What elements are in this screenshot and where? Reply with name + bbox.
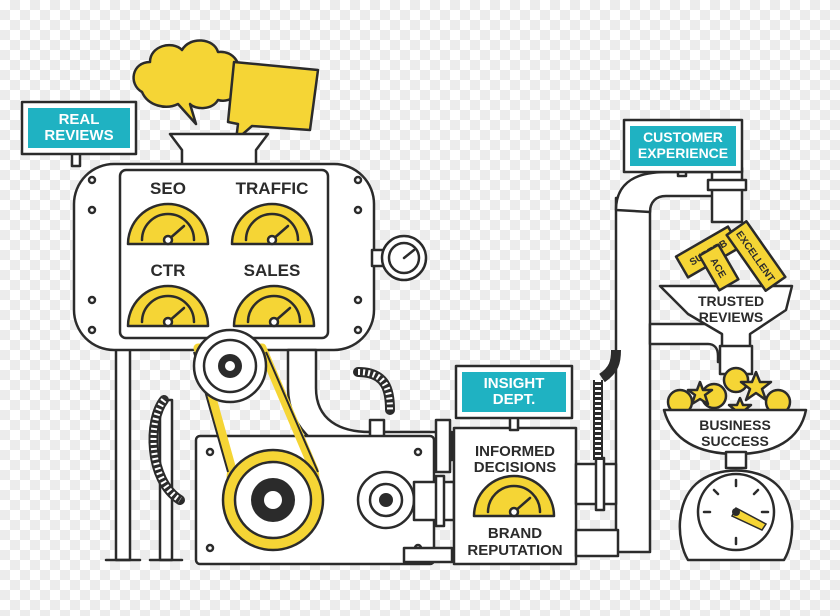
trusted-reviews-line2: REVIEWS xyxy=(699,309,764,325)
square-speech-bubble xyxy=(226,60,320,142)
insight-dept-line2: DEPT. xyxy=(493,391,536,408)
real-reviews-line2: REVIEWS xyxy=(44,127,113,144)
traffic-label: TRAFFIC xyxy=(236,179,309,198)
business-success-line2: SUCCESS xyxy=(701,433,769,449)
large-gear-icon xyxy=(221,448,325,552)
pipe-coupling-icon xyxy=(356,470,416,530)
real-reviews-line1: REAL xyxy=(59,111,100,128)
tank-legs xyxy=(104,338,184,562)
brand-reputation-line1: BRAND xyxy=(488,525,542,542)
customer-experience-line2: EXPERIENCE xyxy=(638,145,728,161)
small-gear-icon xyxy=(192,328,268,404)
right-flex-hose xyxy=(593,349,621,460)
cloud-speech-bubble xyxy=(132,39,241,126)
pressure-gauge-icon xyxy=(370,234,428,282)
business-success-line1: BUSINESS xyxy=(699,417,771,433)
sales-label: SALES xyxy=(244,261,301,280)
brand-reputation-line2: REPUTATION xyxy=(467,542,562,559)
customer-experience-sign xyxy=(622,118,744,178)
insight-dept-line1: INSIGHT xyxy=(484,375,545,392)
scale-dial-icon xyxy=(702,478,770,546)
insight-panel xyxy=(452,426,578,566)
real-reviews-sign xyxy=(20,100,138,168)
trusted-reviews-line1: TRUSTED xyxy=(698,293,764,309)
ace-ticket-icon: ACE xyxy=(698,243,740,292)
traffic-gauge-icon xyxy=(230,202,314,246)
intake-funnel xyxy=(168,132,270,168)
right-pipe-system xyxy=(574,166,748,558)
lower-pipe xyxy=(402,474,456,564)
seo-gauge-icon xyxy=(126,202,210,246)
reviews-funnel xyxy=(658,284,794,376)
ctr-gauge-icon xyxy=(126,284,210,328)
informed-decisions-line1: INFORMED xyxy=(475,443,555,460)
flex-hose xyxy=(148,367,395,505)
analytics-tank xyxy=(72,162,376,352)
seo-label: SEO xyxy=(150,179,186,198)
insight-dept-sign xyxy=(454,364,574,432)
ctr-label: CTR xyxy=(151,261,186,280)
customer-experience-line1: CUSTOMER xyxy=(643,129,723,145)
informed-decisions-line2: DECISIONS xyxy=(474,459,557,476)
sales-gauge-icon xyxy=(232,284,316,328)
